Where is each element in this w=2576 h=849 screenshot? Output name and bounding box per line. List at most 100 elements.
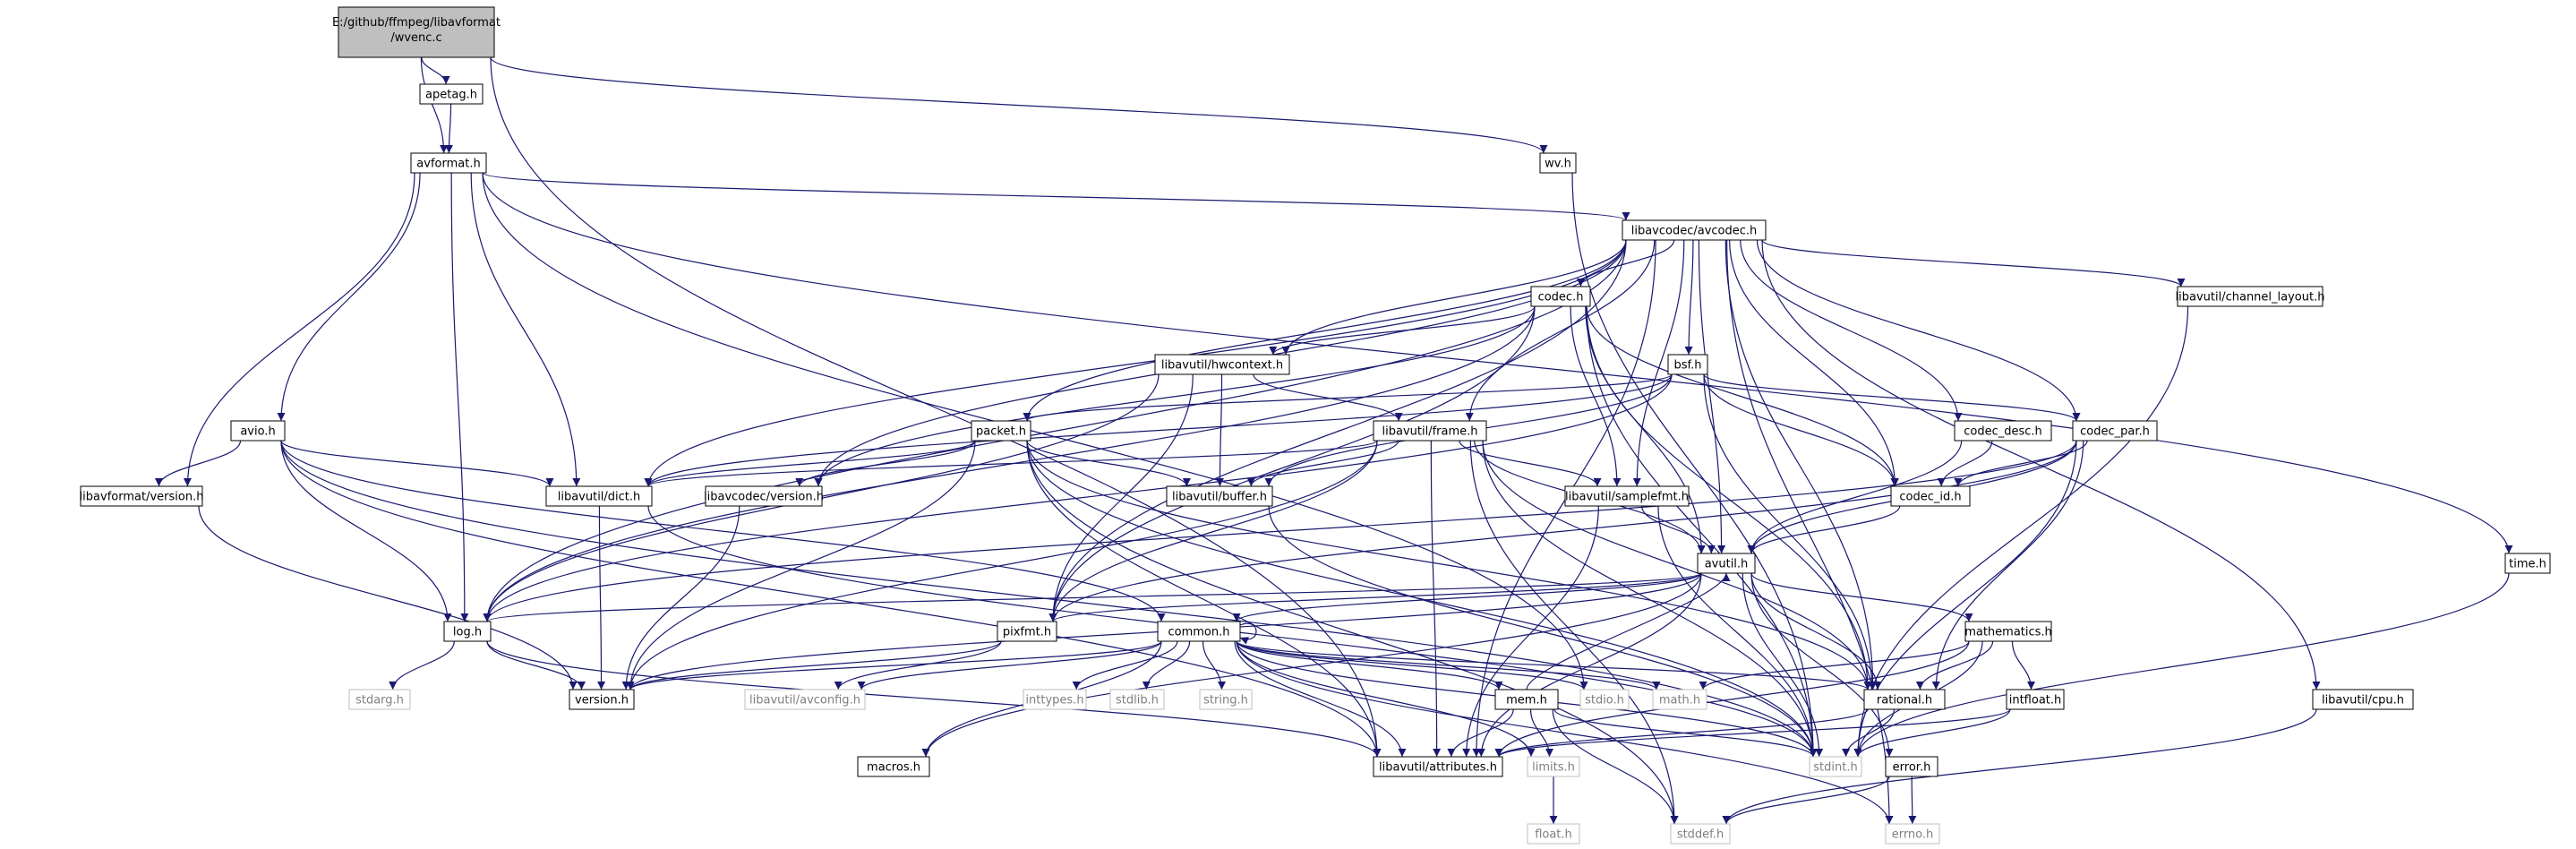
node-box bbox=[569, 689, 635, 710]
edge-frame-to-pixfmt bbox=[1048, 440, 1378, 622]
node-codec-desc[interactable]: codec_desc.h bbox=[1954, 420, 2052, 442]
edge-avformat-to-lfversion bbox=[183, 172, 415, 487]
node-version[interactable]: version.h bbox=[569, 689, 635, 710]
node-macros[interactable]: macros.h bbox=[857, 756, 930, 777]
edge-codec-to-hwcontext bbox=[1269, 305, 1536, 356]
edge-frame-to-buffer bbox=[1246, 440, 1399, 487]
node-chlayout[interactable]: libavutil/channel_layout.h bbox=[2176, 286, 2325, 307]
node-label: stdlib.h bbox=[1116, 694, 1159, 708]
edge-wv-to-stdint bbox=[1571, 172, 1818, 758]
node-acversion[interactable]: libavcodec/version.h bbox=[704, 485, 824, 507]
edge-codec-to-samplefmt bbox=[1570, 305, 1622, 487]
node-label: codec.h bbox=[1538, 291, 1584, 304]
node-float: float.h bbox=[1527, 823, 1580, 845]
edge-mem-to-attributes bbox=[1447, 708, 1514, 758]
node-box bbox=[1954, 420, 2052, 442]
node-codec-id[interactable]: codec_id.h bbox=[1890, 485, 1971, 507]
edge-wvenc-to-attributes bbox=[490, 56, 1382, 758]
node-lfversion[interactable]: libavformat/version.h bbox=[80, 485, 204, 507]
edge-bsf-to-packet bbox=[1023, 373, 1673, 422]
edge-avcodec-to-packet bbox=[1023, 239, 1627, 422]
node-box bbox=[1890, 485, 1971, 507]
edge-avcodec-to-samplefmt bbox=[1632, 239, 1685, 487]
node-box bbox=[1527, 756, 1580, 777]
node-box bbox=[1667, 354, 1708, 375]
node-label: math.h bbox=[1659, 694, 1700, 708]
node-buffer[interactable]: libavutil/buffer.h bbox=[1166, 485, 1273, 507]
node-box bbox=[1373, 420, 1487, 442]
edge-log-to-version bbox=[486, 640, 586, 690]
node-error[interactable]: error.h bbox=[1885, 756, 1938, 777]
node-common[interactable]: common.h bbox=[1157, 621, 1241, 642]
node-label: apetag.h bbox=[425, 89, 477, 102]
node-box bbox=[1579, 689, 1630, 710]
node-label: avformat.h bbox=[416, 158, 480, 171]
edge-wvenc-to-avformat bbox=[420, 56, 449, 154]
node-avutil[interactable]: avutil.h bbox=[1697, 553, 1756, 574]
node-avconfig: libavutil/avconfig.h bbox=[744, 689, 866, 710]
node-intfloat[interactable]: intfloat.h bbox=[2006, 689, 2065, 710]
edge-packet-to-buffer bbox=[1026, 440, 1191, 487]
edge-frame-to-stddef bbox=[1469, 440, 1679, 825]
edge-avformat-to-dict bbox=[470, 172, 581, 487]
node-mem[interactable]: mem.h bbox=[1494, 689, 1559, 710]
node-wvenc[interactable]: E:/github/ffmpeg/libavformat/wvenc.c bbox=[332, 6, 501, 58]
node-avformat[interactable]: avformat.h bbox=[410, 152, 487, 174]
node-box bbox=[744, 689, 866, 710]
edge-codec-to-acversion bbox=[814, 305, 1536, 487]
node-time[interactable]: time.h bbox=[2504, 553, 2551, 574]
edge-avcodec-to-dict bbox=[644, 239, 1627, 487]
edge-avio-to-dict bbox=[280, 440, 554, 487]
edge-common-to-inttypes bbox=[1072, 640, 1178, 690]
node-label: stdio.h bbox=[1585, 694, 1624, 708]
node-packet[interactable]: packet.h bbox=[971, 420, 1031, 442]
node-box bbox=[338, 6, 495, 58]
node-label: libavutil/attributes.h bbox=[1379, 761, 1497, 775]
edge-bsf-to-rational bbox=[1703, 373, 1877, 690]
node-codec-par[interactable]: codec_par.h bbox=[2072, 420, 2158, 442]
node-avcodec[interactable]: libavcodec/avcodec.h bbox=[1622, 219, 1767, 241]
node-codec[interactable]: codec.h bbox=[1530, 286, 1591, 307]
node-bsf[interactable]: bsf.h bbox=[1667, 354, 1708, 375]
node-dict[interactable]: libavutil/dict.h bbox=[545, 485, 653, 507]
edge-apetag-to-avformat bbox=[444, 103, 453, 154]
node-frame[interactable]: libavutil/frame.h bbox=[1373, 420, 1487, 442]
edge-avutil-to-log bbox=[484, 572, 1702, 622]
node-mathematics[interactable]: mathematics.h bbox=[1964, 621, 2052, 642]
edge-layer bbox=[155, 56, 2513, 825]
node-math: math.h bbox=[1652, 689, 1707, 710]
edge-common-to-avconfig bbox=[857, 640, 1162, 690]
node-box bbox=[1154, 354, 1290, 375]
node-label: version.h bbox=[575, 694, 629, 708]
edge-time-to-stdint bbox=[1853, 572, 2510, 758]
node-avio[interactable]: avio.h bbox=[230, 420, 286, 442]
node-apetag[interactable]: apetag.h bbox=[419, 83, 484, 105]
edge-log-to-stdarg bbox=[389, 640, 455, 690]
edge-avcodec-to-chlayout bbox=[1761, 239, 2186, 287]
node-cpu[interactable]: libavutil/cpu.h bbox=[2312, 689, 2414, 710]
edge-avcodec-to-cpu bbox=[1761, 239, 2321, 690]
node-rational[interactable]: rational.h bbox=[1863, 689, 1946, 710]
node-box bbox=[80, 485, 203, 507]
node-box bbox=[2312, 689, 2414, 710]
edge-avcodec-to-frame bbox=[1465, 239, 1656, 422]
edge-avcodec-to-codec bbox=[1576, 239, 1675, 287]
node-stddef: stddef.h bbox=[1670, 823, 1731, 845]
node-wv[interactable]: wv.h bbox=[1539, 152, 1577, 174]
node-box bbox=[348, 689, 411, 710]
edge-common-to-rational bbox=[1236, 640, 1872, 690]
node-hwcontext[interactable]: libavutil/hwcontext.h bbox=[1154, 354, 1290, 375]
node-pixfmt[interactable]: pixfmt.h bbox=[997, 621, 1057, 642]
node-attributes[interactable]: libavutil/attributes.h bbox=[1373, 756, 1503, 777]
node-box bbox=[1199, 689, 1253, 710]
edge-mem-to-limits bbox=[1529, 708, 1553, 758]
edge-common-to-version bbox=[626, 640, 1162, 690]
node-box bbox=[1809, 756, 1862, 777]
node-log[interactable]: log.h bbox=[443, 621, 492, 642]
node-inttypes: inttypes.h bbox=[1023, 689, 1087, 710]
node-samplefmt[interactable]: libavutil/samplefmt.h bbox=[1564, 485, 1690, 507]
node-label: libavcodec/version.h bbox=[704, 491, 824, 504]
edge-packet-to-dict bbox=[644, 440, 976, 487]
node-label: mem.h bbox=[1506, 694, 1547, 708]
